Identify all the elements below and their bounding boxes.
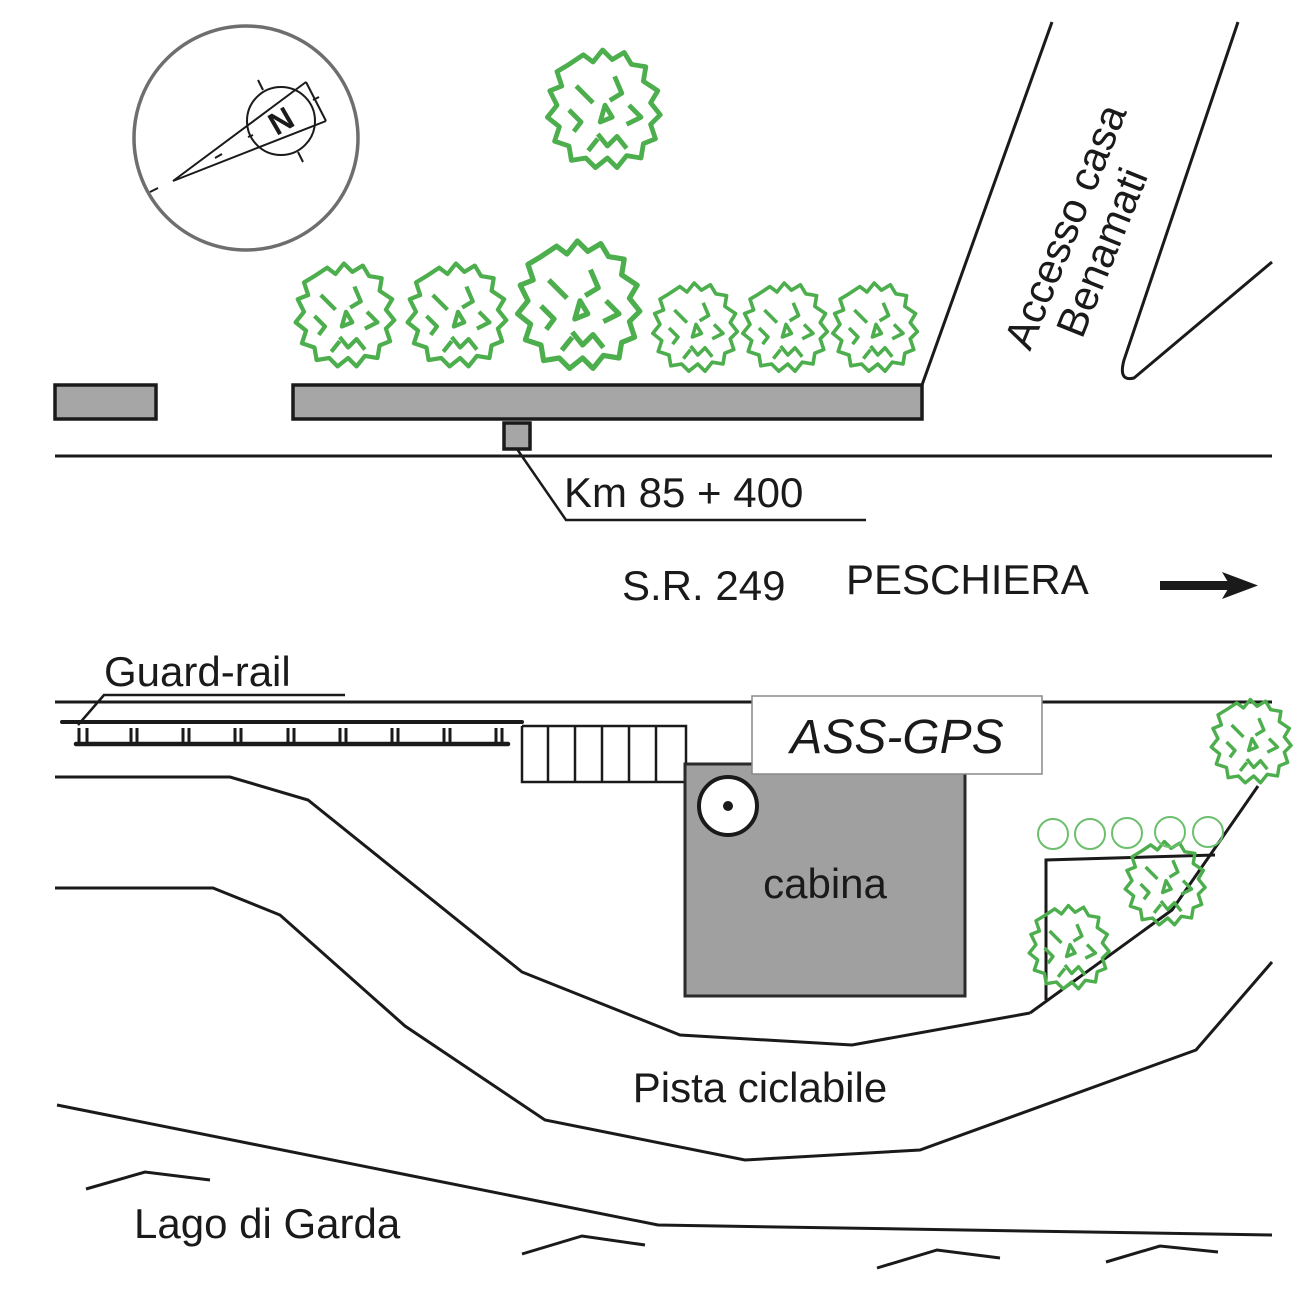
station-id-box [751, 695, 1043, 775]
guard-rail: Guard-rail [60, 648, 524, 747]
shrub-icon [1074, 818, 1106, 850]
bike-path-edge-lower [55, 886, 1274, 1162]
km-marker-post [502, 421, 532, 451]
wall-block-left [53, 383, 158, 421]
garden-diagonal [1029, 785, 1260, 1015]
access-road: Accesso casa Benamati [920, 21, 1273, 386]
km-leader-line [515, 448, 866, 522]
garden-edge [1044, 853, 1216, 1000]
tree-icon [1209, 697, 1293, 785]
water-marks [85, 1170, 1219, 1270]
cabin-label: cabina [763, 860, 887, 907]
road-name-label: S.R. 249 [622, 562, 785, 609]
km-marker-label: Km 85 + 400 [564, 469, 803, 516]
tree-icon [830, 281, 920, 374]
shrub-icon [1111, 817, 1143, 849]
shrub-icon [1154, 816, 1186, 848]
tree-icon [547, 50, 660, 168]
tree-icon [408, 264, 507, 367]
compass-rose: N [132, 24, 360, 252]
guard-rail-leader [77, 693, 345, 726]
wall-block-main [291, 383, 924, 421]
shrub-icon [1037, 818, 1069, 850]
bike-path-label: Pista ciclabile [633, 1064, 887, 1111]
access-road-edge-right [1120, 21, 1273, 381]
station-id-label: ASS-GPS [787, 711, 1003, 764]
tree-icon [296, 264, 395, 367]
tree-group-east [1027, 697, 1293, 1015]
tree-icon [1027, 903, 1111, 991]
lake-shoreline [56, 1103, 1273, 1237]
tree-icon [740, 281, 830, 374]
tree-group-north [296, 50, 920, 374]
tree-icon [650, 281, 740, 374]
guard-rail-label: Guard-rail [104, 648, 291, 695]
tree-icon [1123, 839, 1207, 927]
compass-ring [132, 24, 360, 252]
gps-antenna-icon [697, 775, 759, 837]
arrow-right-icon [1160, 572, 1258, 599]
shrub-icon [1192, 816, 1224, 848]
lake-label: Lago di Garda [134, 1200, 401, 1247]
tree-icon [518, 241, 640, 368]
access-road-edge-left [920, 21, 1054, 386]
bike-path-edge-upper [55, 775, 1031, 1047]
steps [520, 724, 688, 784]
direction-label: PESCHIERA [846, 556, 1089, 603]
